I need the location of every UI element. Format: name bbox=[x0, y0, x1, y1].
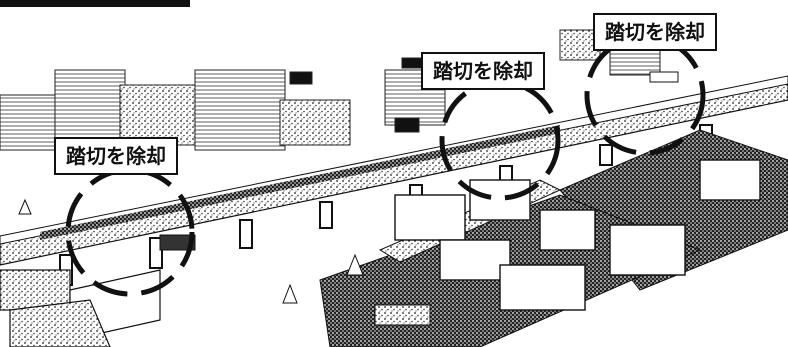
block-buildings bbox=[394, 159, 761, 311]
crossing-marker-left bbox=[65, 167, 195, 297]
trees bbox=[18, 198, 364, 304]
lower-left-blocks bbox=[0, 269, 161, 347]
callout-crossing-removal-middle: 踏切を除却 bbox=[421, 52, 545, 90]
elevated-viaduct bbox=[0, 75, 788, 286]
background-buildings bbox=[0, 29, 661, 151]
vehicles bbox=[159, 71, 679, 326]
callout-crossing-removal-right: 踏切を除却 bbox=[593, 13, 717, 51]
header-bar bbox=[0, 0, 190, 7]
callout-crossing-removal-left: 踏切を除却 bbox=[54, 137, 178, 175]
